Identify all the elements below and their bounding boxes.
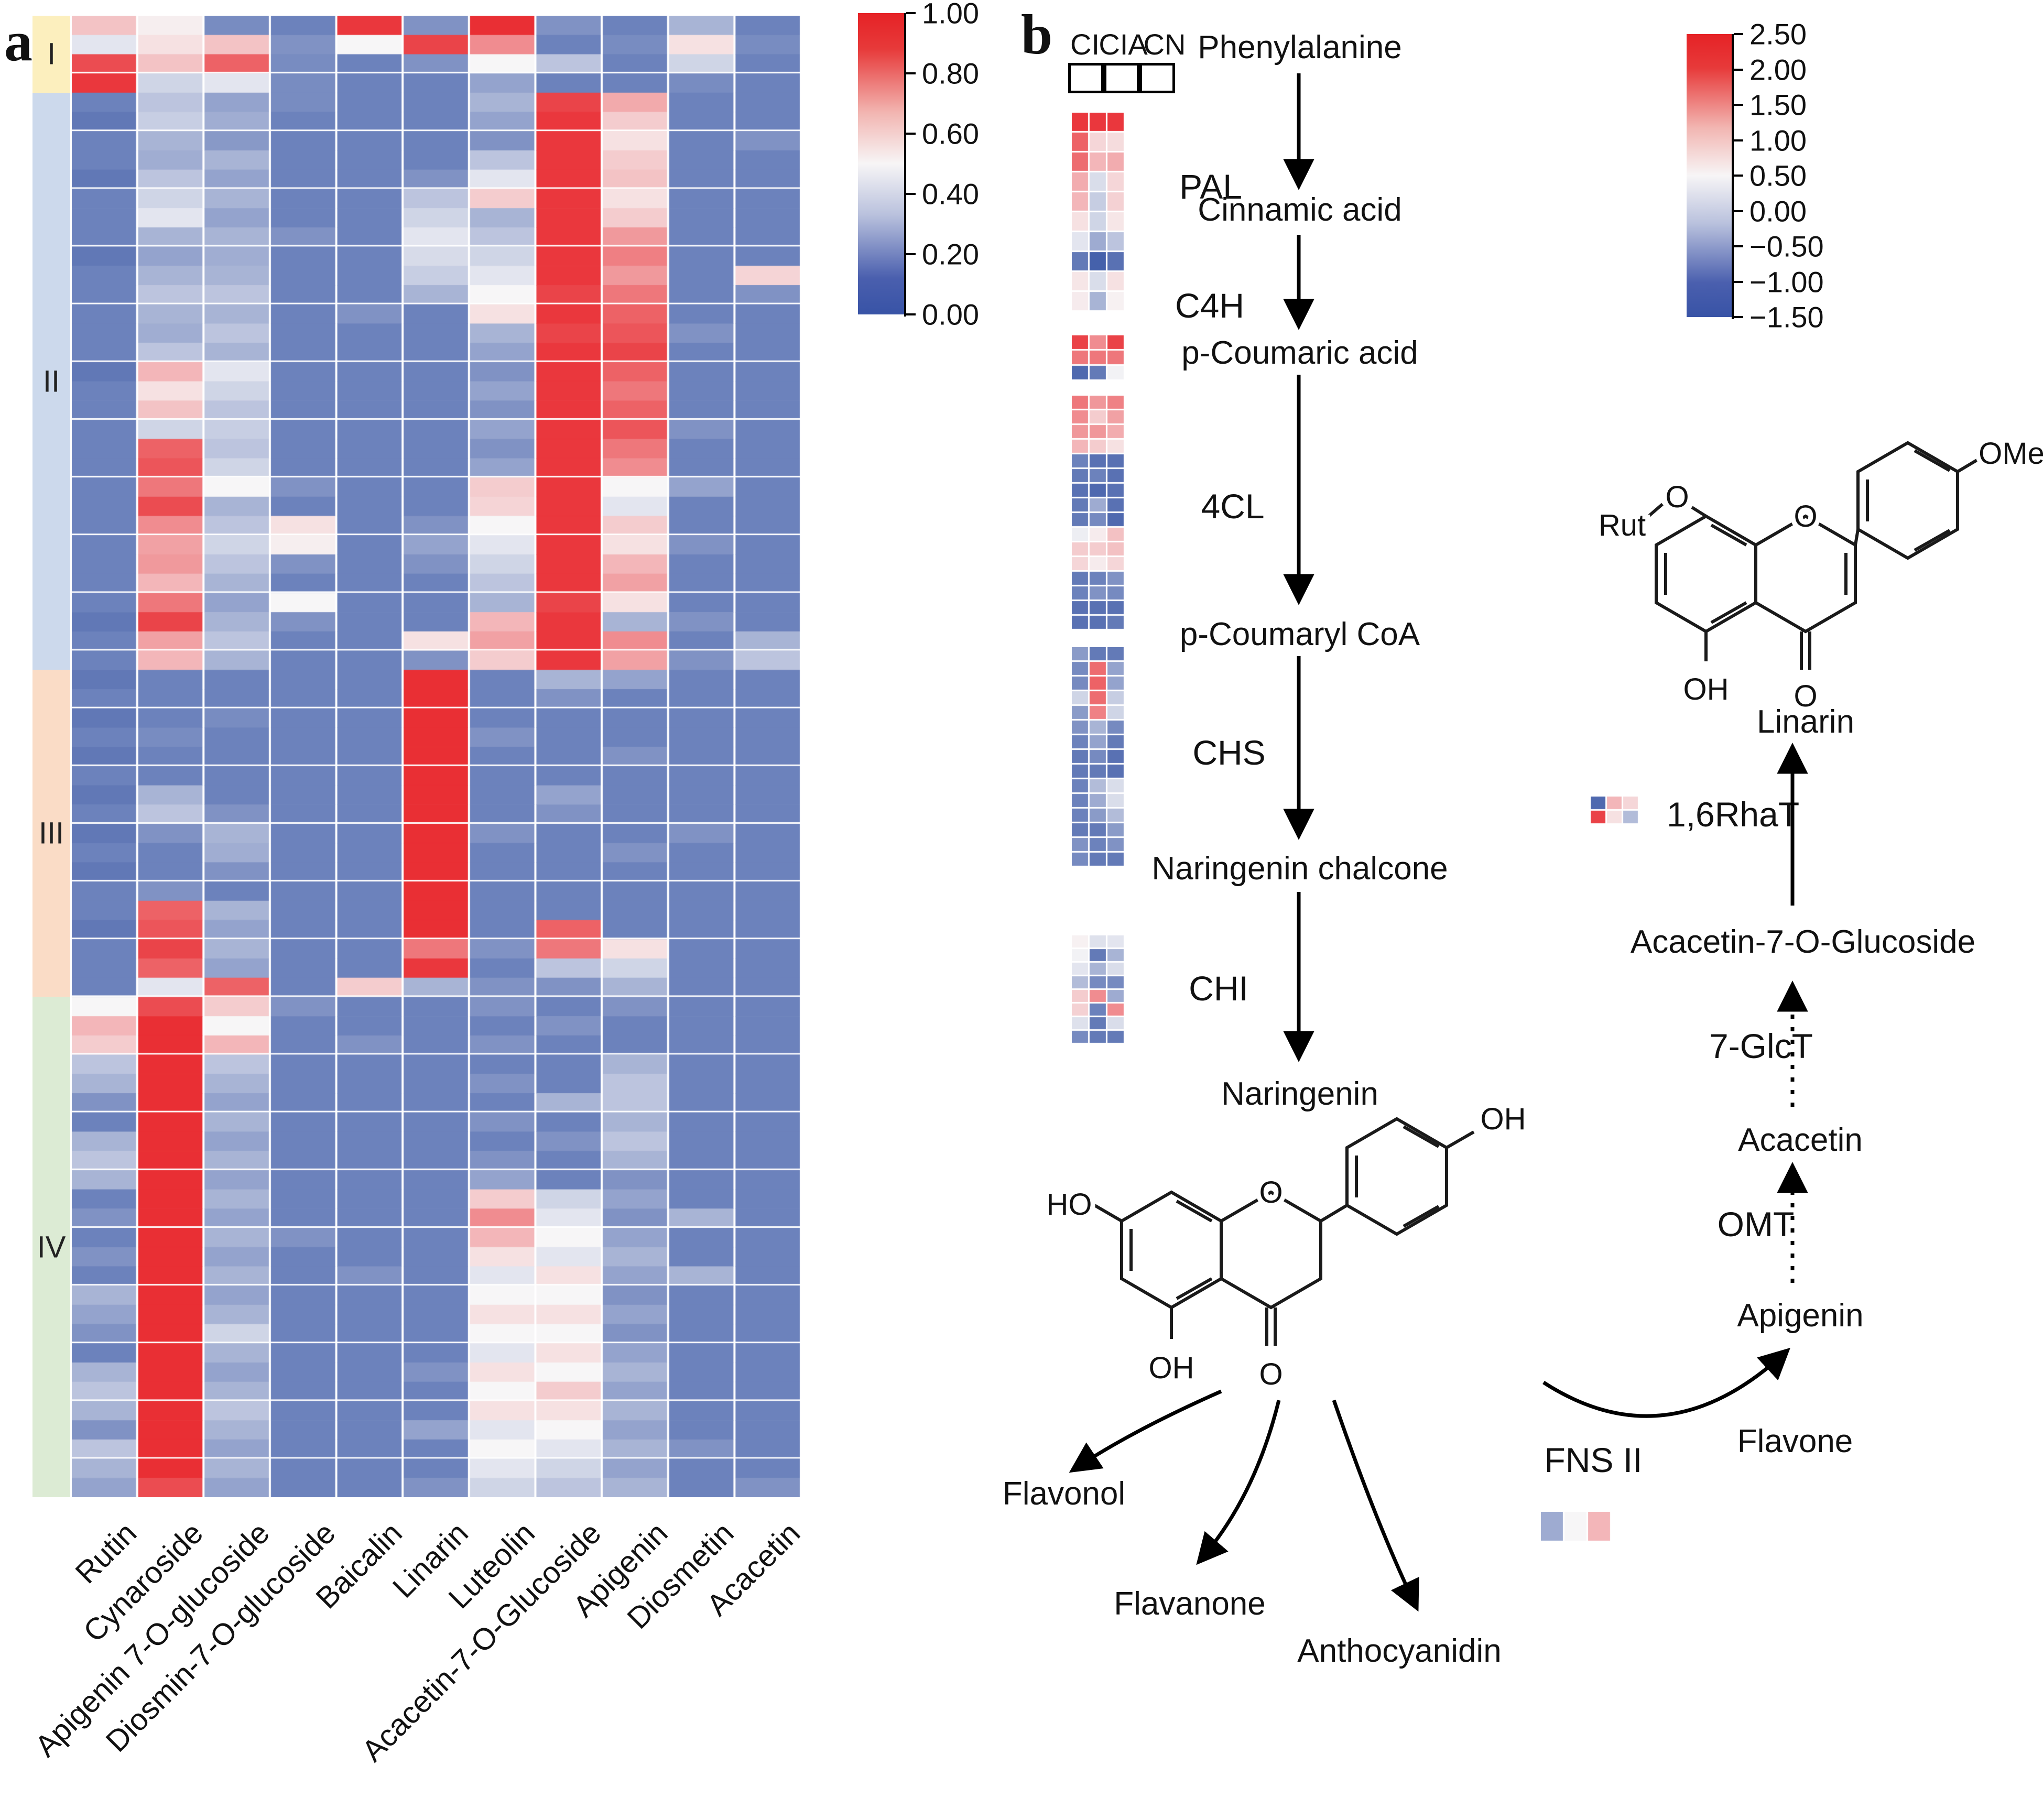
colorbar-tick bbox=[906, 193, 916, 195]
colorbar-tick-label: −0.50 bbox=[1749, 230, 1824, 263]
sample-box-cn bbox=[1139, 63, 1175, 93]
linarin-o7: O bbox=[1665, 480, 1689, 514]
label-4cl: 4CL bbox=[1201, 487, 1265, 526]
label-phenylalanine: Phenylalanine bbox=[1198, 29, 1402, 66]
label-naringenin: Naringenin bbox=[1221, 1076, 1378, 1112]
colorbar-tick bbox=[906, 313, 916, 315]
label-16rhat: 1,6RhaT bbox=[1667, 795, 1800, 834]
linarin-oh5: OH bbox=[1683, 672, 1729, 706]
colorbar-tick bbox=[1734, 175, 1743, 177]
colorbar-tick-label: 2.50 bbox=[1749, 17, 1807, 51]
panel-a-letter: a bbox=[4, 10, 32, 73]
expression-heatmap bbox=[72, 16, 802, 1497]
cluster-band-I: I bbox=[32, 16, 70, 93]
label-apigenin: Apigenin bbox=[1737, 1298, 1864, 1334]
colorbar-tick-label: 0.50 bbox=[1749, 159, 1807, 192]
colorbar-tick bbox=[906, 133, 916, 135]
arrow-flavonol bbox=[1069, 1389, 1222, 1473]
colorbar-panel-b bbox=[1687, 34, 1732, 317]
naringenin-oh5: OH bbox=[1149, 1351, 1194, 1385]
label-acacetin: Acacetin bbox=[1738, 1122, 1863, 1158]
label-linarin: Linarin bbox=[1756, 704, 1855, 740]
label-pal: PAL bbox=[1179, 167, 1242, 206]
colorbar-tick-label: 1.00 bbox=[1749, 124, 1807, 157]
label-acacetin-7-o-glucoside: Acacetin-7-O-Glucoside bbox=[1630, 924, 1976, 960]
cluster-label-I: I bbox=[47, 37, 56, 71]
colorbar-tick bbox=[1734, 210, 1743, 212]
linarin-ome: OMe bbox=[1979, 437, 2043, 471]
label-fnsii: FNS II bbox=[1544, 1441, 1643, 1479]
naringenin-ho: HO bbox=[1047, 1187, 1092, 1222]
linarin-structure bbox=[1646, 441, 1983, 670]
colorbar-tick bbox=[906, 12, 916, 14]
naringenin-ring-o: O bbox=[1259, 1175, 1283, 1209]
colorbar-tick bbox=[906, 72, 916, 74]
label-chi: CHI bbox=[1189, 969, 1248, 1008]
colorbar-tick-label: 0.80 bbox=[922, 57, 979, 90]
colorbar-tick-label: −1.00 bbox=[1749, 265, 1824, 298]
colorbar-tick-label: 0.20 bbox=[922, 237, 979, 271]
colorbar-tick bbox=[1734, 245, 1743, 247]
label-naringenin-chalcone: Naringenin chalcone bbox=[1151, 851, 1448, 887]
colorbar-tick-label: 0.00 bbox=[922, 298, 979, 331]
linarin-ring-o: O bbox=[1794, 499, 1817, 533]
colorbar-tick bbox=[1734, 280, 1743, 283]
label-omt: OMT bbox=[1717, 1205, 1795, 1244]
colorbar-b-spine bbox=[1732, 34, 1734, 319]
colorbar-panel-a bbox=[858, 13, 904, 314]
mini-heatmap-CHI bbox=[1072, 935, 1125, 1044]
colorbar-tick bbox=[1734, 68, 1743, 71]
colorbar-tick bbox=[1734, 33, 1743, 35]
colorbar-a-spine bbox=[904, 13, 906, 317]
mini-heatmap-CHS bbox=[1072, 647, 1125, 867]
naringenin-keto-o: O bbox=[1259, 1357, 1283, 1391]
arrow-flavanone bbox=[1196, 1400, 1281, 1565]
mini-heatmap-RHAT bbox=[1591, 797, 1639, 825]
naringenin-structure bbox=[1092, 1117, 1475, 1346]
colorbar-tick-label: 1.50 bbox=[1749, 88, 1807, 122]
colorbar-tick bbox=[1734, 316, 1743, 318]
label-c4h: C4H bbox=[1175, 286, 1245, 325]
label-flavanone: Flavanone bbox=[1114, 1586, 1266, 1622]
cluster-band-II: II bbox=[32, 92, 70, 670]
label-anthocyanidin: Anthocyanidin bbox=[1297, 1633, 1502, 1669]
sample-cia: CIA bbox=[1099, 28, 1148, 61]
sample-box-cia bbox=[1104, 63, 1139, 93]
label-7glct: 7-GlcT bbox=[1709, 1027, 1813, 1065]
cluster-label-III: III bbox=[38, 816, 64, 851]
colorbar-tick-label: 2.00 bbox=[1749, 53, 1807, 86]
colorbar-tick-label: 0.00 bbox=[1749, 194, 1807, 227]
mini-heatmap-PAL bbox=[1072, 113, 1125, 312]
cluster-label-IV: IV bbox=[37, 1230, 66, 1265]
label-chs: CHS bbox=[1192, 733, 1266, 772]
cluster-band-IV: IV bbox=[32, 997, 70, 1497]
colorbar-tick bbox=[1734, 139, 1743, 141]
mini-heatmap-FNSII bbox=[1541, 1512, 1612, 1542]
label-p-coumaric-acid: p-Coumaric acid bbox=[1181, 335, 1418, 371]
colorbar-tick-label: 1.00 bbox=[922, 0, 979, 30]
cluster-label-II: II bbox=[42, 364, 60, 399]
sample-ci: CI bbox=[1070, 28, 1100, 61]
colorbar-tick-label: 0.60 bbox=[922, 117, 979, 150]
label-flavone: Flavone bbox=[1737, 1423, 1853, 1459]
linarin-rut: Rut bbox=[1599, 508, 1646, 542]
colorbar-tick bbox=[1734, 104, 1743, 106]
panel-b-letter: b bbox=[1021, 4, 1053, 66]
arrow-fnsii-flavone bbox=[1542, 1347, 1790, 1418]
colorbar-tick-label: 0.40 bbox=[922, 177, 979, 211]
mini-heatmap-4CL bbox=[1072, 396, 1125, 630]
colorbar-tick-label: −1.50 bbox=[1749, 300, 1824, 334]
cluster-band-III: III bbox=[32, 670, 70, 997]
label-cinnamic-acid: Cinnamic acid bbox=[1198, 192, 1402, 228]
mini-heatmap-C4H bbox=[1072, 335, 1125, 381]
sample-cn: CN bbox=[1143, 28, 1186, 61]
label-p-coumaryl-coa: p-Coumaryl CoA bbox=[1179, 616, 1420, 652]
arrow-anthocyanidin bbox=[1332, 1399, 1419, 1612]
naringenin-oh4p: OH bbox=[1481, 1102, 1526, 1136]
label-flavonol: Flavonol bbox=[1002, 1476, 1126, 1512]
colorbar-tick bbox=[906, 253, 916, 255]
sample-box-ci bbox=[1068, 63, 1104, 93]
